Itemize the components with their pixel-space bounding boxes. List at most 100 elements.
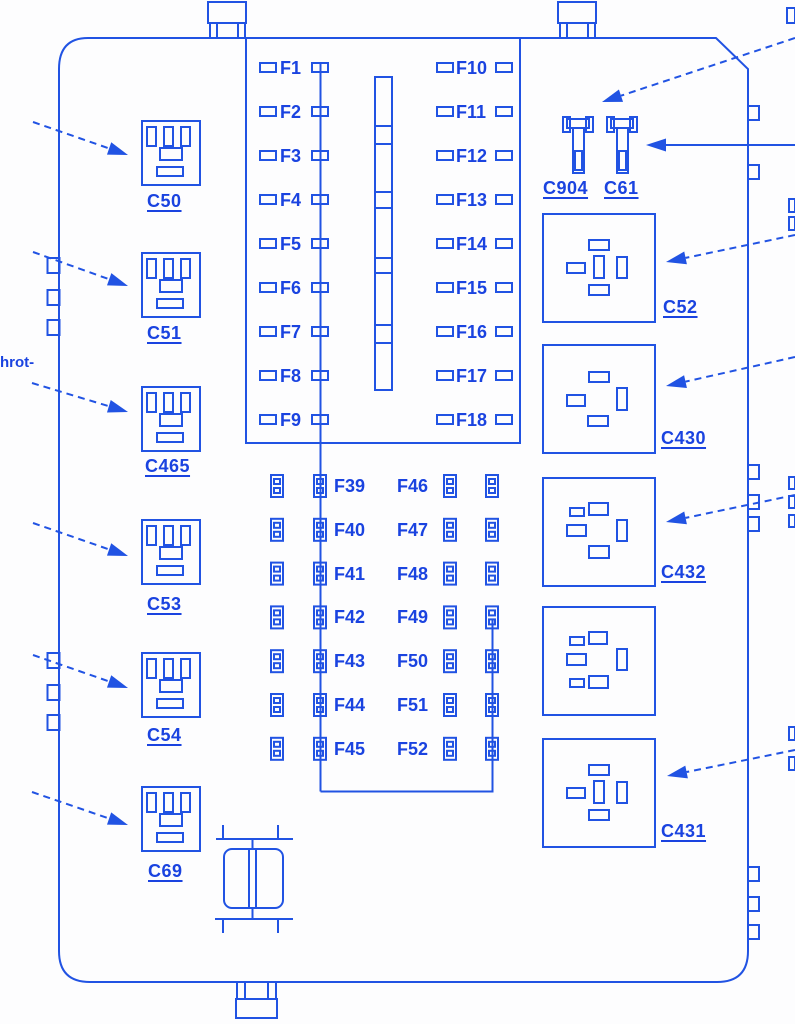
fuse-label: F41	[334, 563, 366, 584]
connector-pin	[146, 126, 157, 147]
fuse-label: F15	[456, 278, 488, 298]
fuse-symbol-mark	[488, 478, 496, 485]
clipped-text-fragment	[788, 726, 795, 741]
fuse-symbol-mark	[273, 478, 281, 485]
fuse-symbol-mark	[316, 609, 324, 617]
connector-pin	[156, 832, 184, 843]
fuse-symbol	[313, 649, 327, 674]
fuse-symbol	[313, 693, 327, 717]
right-edge-tab	[747, 866, 760, 882]
fuse-symbol	[313, 605, 327, 630]
fuse-symbol-mark	[488, 574, 496, 582]
connector-pin	[156, 698, 184, 709]
fuse-pad	[495, 194, 513, 205]
arrowhead	[646, 138, 666, 152]
fuse-pad	[311, 150, 329, 161]
fuse-pad	[259, 238, 277, 249]
arrow-line	[32, 251, 110, 281]
relay-pin	[616, 387, 628, 411]
fuse-symbol-mark	[488, 487, 496, 494]
fuse-symbol	[270, 649, 284, 674]
fuse-label: F50	[397, 651, 429, 672]
relay-pin	[566, 262, 586, 274]
relay-pin	[588, 502, 609, 516]
fuse-label: F46	[397, 476, 429, 496]
fuse-symbol-mark	[488, 521, 496, 529]
arrowhead	[106, 812, 128, 825]
fuse-pad	[259, 194, 277, 205]
left-edge-tab	[46, 257, 61, 274]
fuse-pad	[311, 414, 329, 425]
fuse-label: F5	[280, 234, 302, 254]
fuse-label: F40	[334, 519, 366, 540]
fuse-puller-wing	[585, 116, 594, 133]
fuse-symbol-mark	[273, 662, 281, 670]
connector-pin	[146, 658, 157, 679]
fuse-symbol-mark	[446, 565, 454, 573]
left-edge-tab	[46, 684, 61, 701]
relay-pin	[616, 781, 628, 804]
clipped-text-fragment	[788, 476, 795, 490]
fuse-pad	[259, 370, 277, 381]
relay-pin	[569, 678, 585, 688]
connector-box	[141, 786, 201, 852]
connector-label-c53: C53	[147, 594, 182, 614]
arrowhead	[666, 251, 687, 265]
connector-box	[141, 652, 201, 718]
fuse-label: F51	[397, 695, 429, 715]
relay-pin	[588, 675, 609, 689]
fuse-pad	[495, 106, 513, 117]
relay-box	[542, 213, 656, 323]
connector-pin	[163, 258, 174, 279]
fuse-label: F44	[334, 695, 366, 715]
fuse-pad	[259, 106, 277, 117]
connector-pin	[163, 792, 174, 813]
fuse-label: F3	[280, 146, 302, 166]
relay-pin	[566, 394, 586, 407]
arrow-line	[31, 791, 110, 820]
fuse-label: F48	[397, 563, 429, 584]
arrowhead	[666, 511, 687, 525]
fuse-symbol-mark	[316, 662, 324, 670]
arrowhead	[106, 675, 128, 688]
fuse-symbol-mark	[273, 530, 281, 538]
arrow-line	[32, 121, 110, 150]
connector-pin	[180, 792, 191, 813]
top-tab-leg	[237, 22, 246, 39]
fuse-label: F18	[456, 410, 488, 430]
clipped-left-caption: hrot-	[0, 354, 35, 371]
fuse-label: F14	[456, 234, 488, 254]
fuse-pad	[436, 282, 454, 293]
top-tab	[557, 1, 597, 24]
fuse-symbol-mark	[488, 706, 496, 713]
clipped-text-fragment	[786, 7, 795, 24]
fuse-pad	[259, 282, 277, 293]
arrow-line	[620, 37, 795, 97]
connector-pin	[163, 126, 174, 147]
fuse-symbol-mark	[273, 618, 281, 626]
fuse-symbol	[443, 517, 457, 542]
relay-label-c52: C52	[663, 297, 698, 317]
clipped-text-fragment	[788, 198, 795, 213]
fuse-pad	[495, 62, 513, 73]
fuse-symbol	[443, 736, 457, 761]
relay-pin	[593, 780, 605, 804]
connector-box	[141, 386, 201, 452]
relay-label-c431: C431	[661, 821, 707, 841]
fuse-symbol-mark	[316, 521, 324, 529]
fuse-symbol-mark	[273, 574, 281, 582]
arrowhead	[106, 399, 128, 413]
relay-label-c432: C432	[661, 562, 707, 582]
connector-pin	[159, 679, 183, 693]
fuse-pad	[495, 150, 513, 161]
fuse-symbol	[270, 736, 284, 761]
connector-label-c51: C51	[147, 323, 182, 343]
fuse-symbol-mark	[446, 530, 454, 538]
arrowhead	[106, 142, 128, 155]
relay-pin	[616, 256, 628, 279]
relay-pin	[588, 371, 610, 383]
fuse-label: F43	[334, 651, 366, 672]
right-edge-tab	[747, 896, 760, 912]
fuse-symbol-mark	[316, 697, 324, 704]
fuse-symbol-mark	[446, 662, 454, 670]
